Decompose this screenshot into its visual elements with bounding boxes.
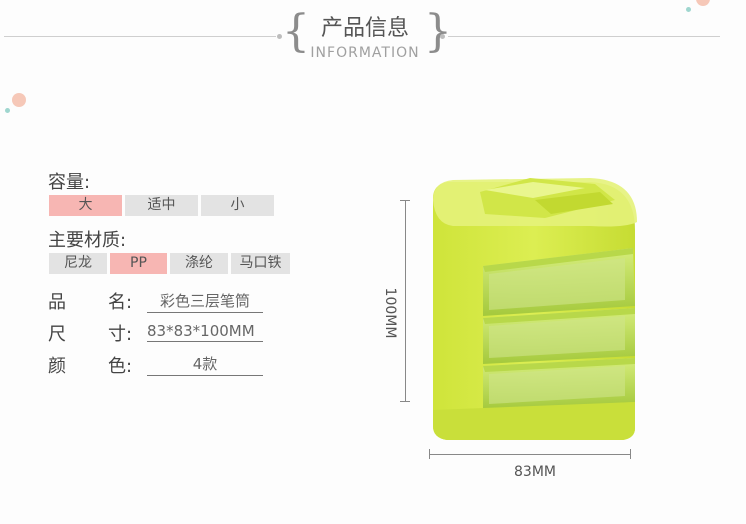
width-dimension-cap-right xyxy=(630,449,631,459)
capacity-option-large[interactable]: 大 xyxy=(49,195,122,216)
height-dimension-cap-bottom xyxy=(400,401,410,402)
decor-dot-pink xyxy=(12,93,26,107)
spec-color-label-a: 颜 xyxy=(48,356,66,377)
decor-dot-teal xyxy=(5,108,10,113)
width-dimension-cap-left xyxy=(429,449,430,459)
spec-size-value: 83*83*100MM xyxy=(147,322,263,342)
material-label: 主要材质: xyxy=(48,230,127,251)
material-option-tinplate[interactable]: 马口铁 xyxy=(231,253,290,274)
capacity-option-medium[interactable]: 适中 xyxy=(125,195,198,216)
spec-color-label-b: 色: xyxy=(108,356,133,377)
header-dot-left xyxy=(277,34,282,39)
spec-name-value: 彩色三层笔筒 xyxy=(147,290,263,313)
header-dot-right xyxy=(440,34,445,39)
decor-dot-pink-top xyxy=(696,0,710,6)
header-divider-left xyxy=(4,36,276,37)
width-dimension-label: 83MM xyxy=(514,464,556,480)
material-option-nylon[interactable]: 尼龙 xyxy=(49,253,107,274)
capacity-option-small[interactable]: 小 xyxy=(201,195,274,216)
spec-color-value: 4款 xyxy=(147,353,263,376)
height-dimension-cap-top xyxy=(400,200,410,201)
height-dimension-line xyxy=(405,200,406,402)
width-dimension-line xyxy=(429,454,631,455)
spec-size-label-b: 寸: xyxy=(108,324,133,345)
decor-dot-teal-top xyxy=(686,7,691,12)
spec-name-label-b: 名: xyxy=(108,292,133,313)
section-subtitle: INFORMATION xyxy=(310,45,420,61)
right-brace-icon: } xyxy=(424,6,452,57)
material-option-pp[interactable]: PP xyxy=(110,253,167,274)
spec-size-label-a: 尺 xyxy=(48,324,66,345)
header-divider-right xyxy=(448,36,720,37)
material-option-polyester[interactable]: 涤纶 xyxy=(170,253,228,274)
height-dimension-label: 100MM xyxy=(382,287,398,339)
spec-name-label-a: 品 xyxy=(48,292,66,313)
capacity-label: 容量: xyxy=(48,172,91,193)
left-brace-icon: { xyxy=(282,6,310,57)
product-pen-holder-image xyxy=(433,178,637,440)
section-title: 产品信息 xyxy=(320,16,409,41)
